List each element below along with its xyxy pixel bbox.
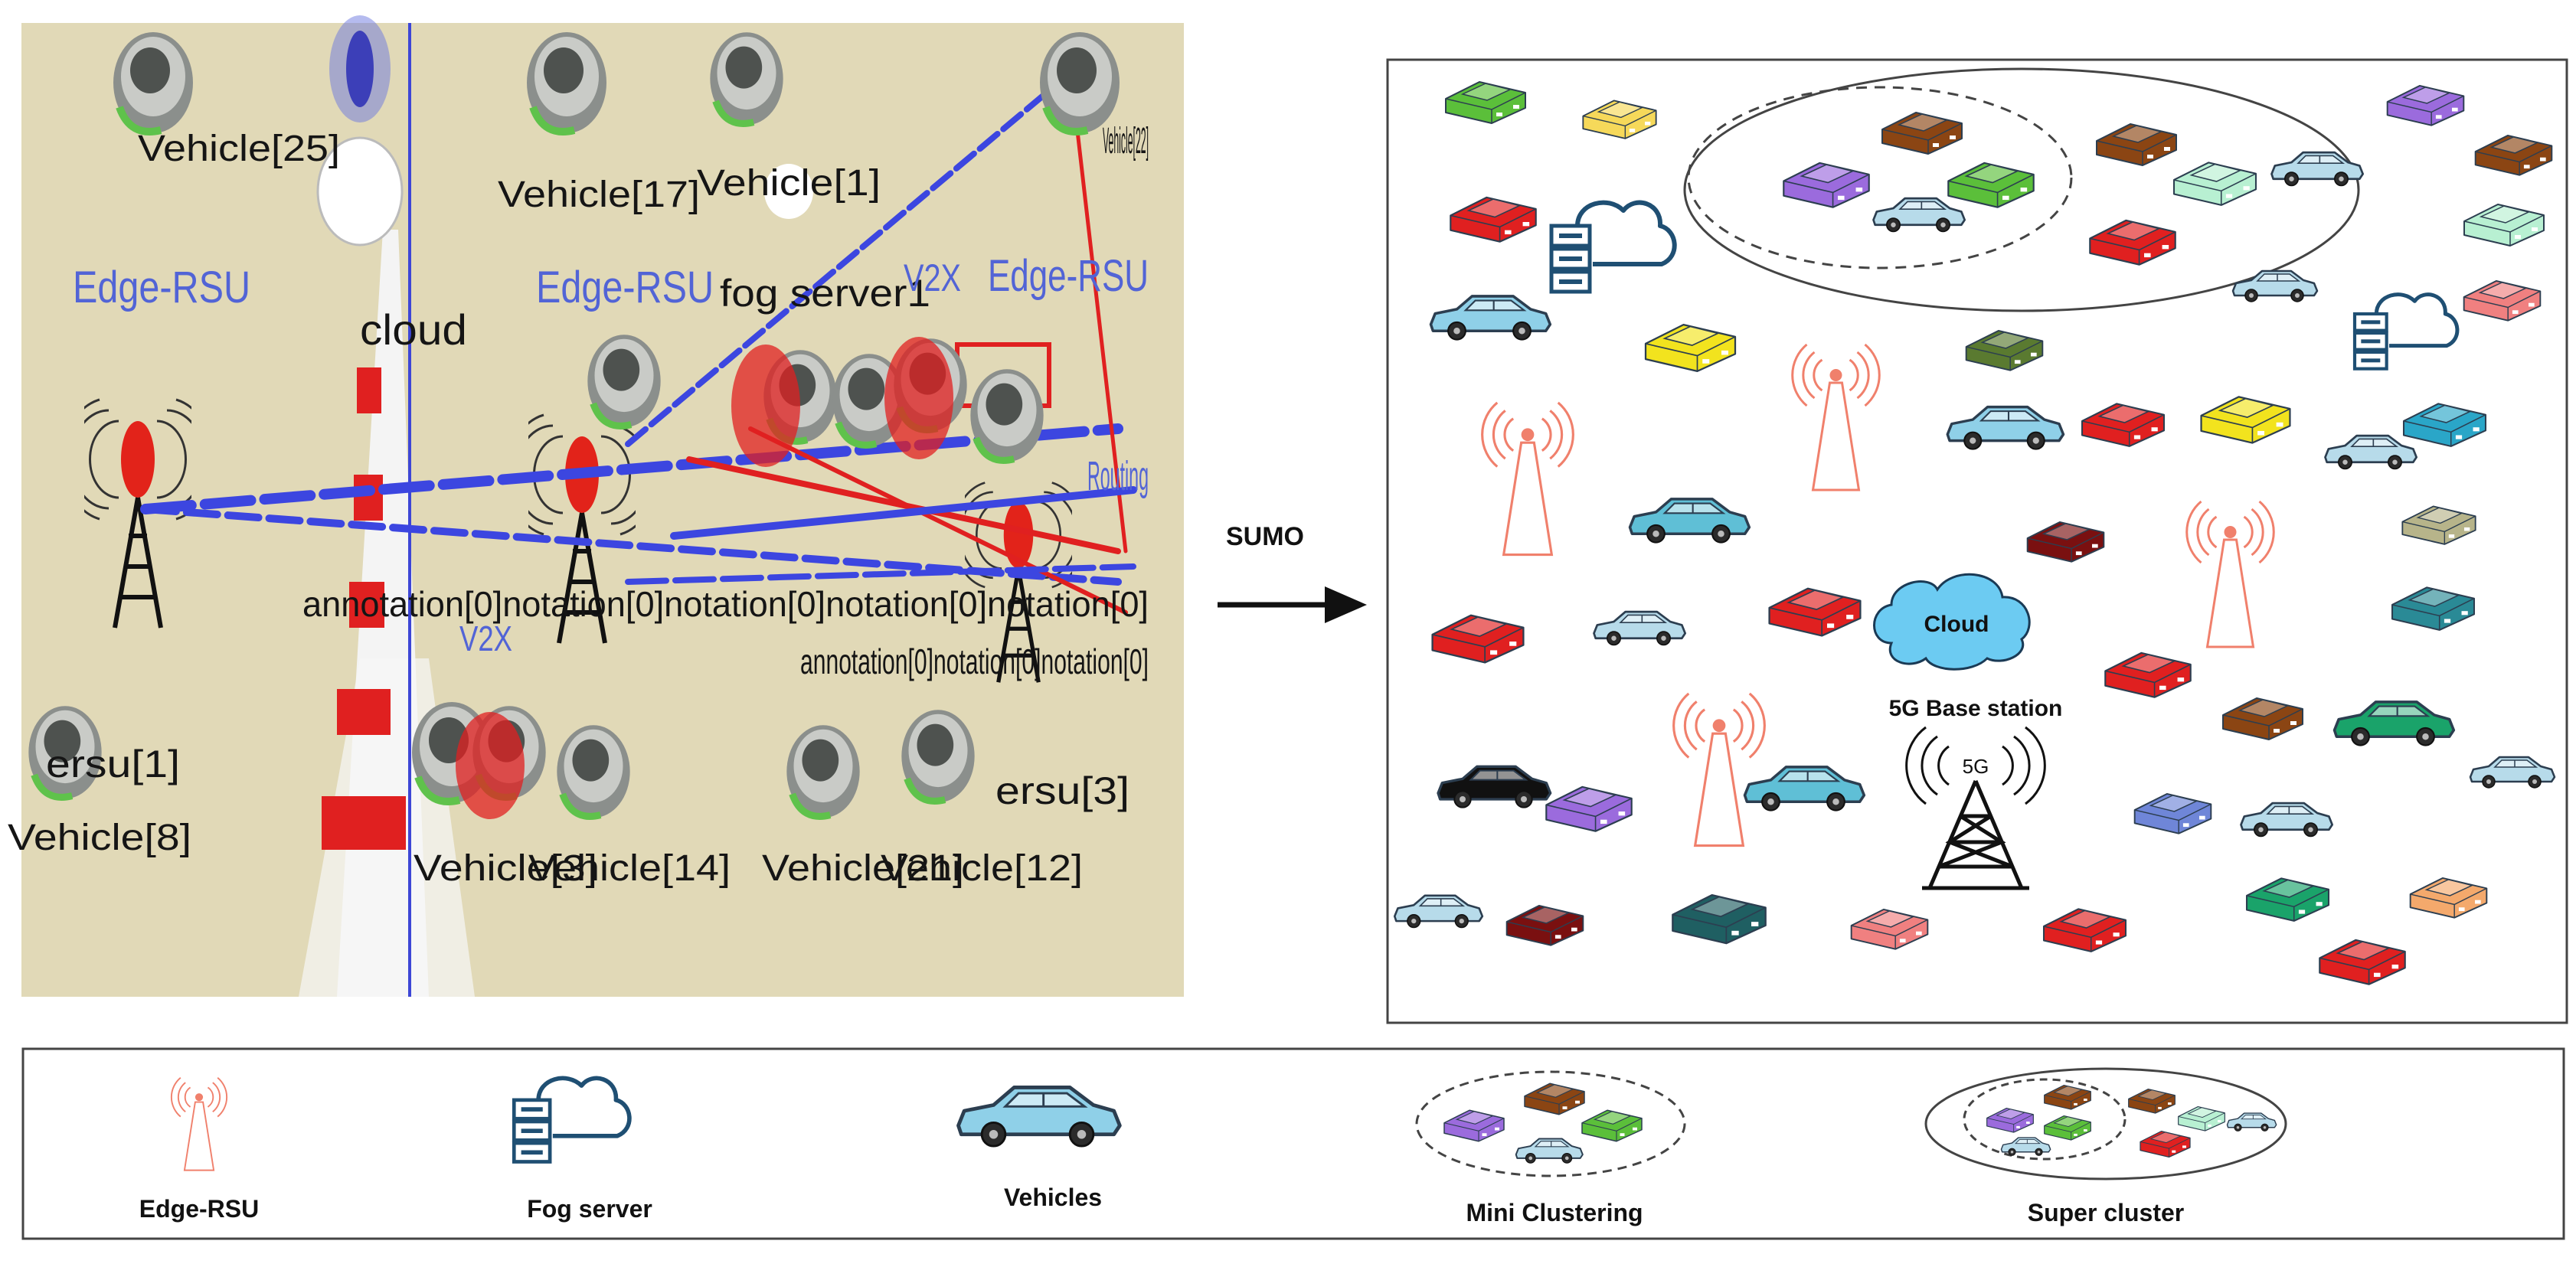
- sim-label-ann-a: annotation[0]notation[0]notation[0]notat…: [302, 584, 1149, 624]
- sim-label-v14: Vehicle[14]: [528, 848, 731, 889]
- simulation-labels: Vehicle[25] cloud Vehicle[17]Vehicle[1] Veh…: [8, 121, 1149, 889]
- sim-label-v22: Vehicle[22]: [1103, 121, 1149, 162]
- legend-label-vehicles: Vehicles: [1004, 1184, 1102, 1211]
- sim-label-v-a: Vehicle[1]: [697, 163, 881, 204]
- sumo-label: SUMO: [1226, 522, 1304, 551]
- sim-label-v12: Vehicle[12]: [881, 848, 1083, 889]
- legend-item-fog-server: Fog server: [514, 1078, 652, 1223]
- cloud-label: Cloud: [1924, 612, 1989, 637]
- scene-frame: [1386, 58, 2568, 1024]
- sim-label-rsu1: ersu[1]: [46, 743, 180, 785]
- super-cluster-boundary: [1683, 67, 2360, 312]
- sim-label-rsu3: ersu[3]: [995, 769, 1129, 812]
- cloud-icon: Cloud: [1873, 573, 2031, 671]
- tower-5g-icon: 5G Base station 5G: [1889, 696, 2063, 890]
- sim-label-ann-b: annotation[0]notation[0]notation[0]: [800, 642, 1149, 681]
- cloud-node-icon: [316, 136, 404, 247]
- simulation-background: [21, 23, 1184, 997]
- sim-label-v2x-b: V2X: [459, 619, 512, 658]
- simulation-panel: Vehicle[25] cloud Vehicle[17]Vehicle[1] Veh…: [8, 15, 1184, 997]
- mini-cluster-boundary: [1687, 86, 2073, 269]
- sim-vehicles: [28, 32, 1120, 819]
- legend-label-super-cluster: Super cluster: [2028, 1199, 2185, 1226]
- base-station-badge: 5G: [1963, 755, 1989, 778]
- legend-item-super-cluster: Super cluster: [1924, 1067, 2287, 1226]
- legend-item-vehicles: Vehicles: [959, 1087, 1120, 1211]
- clustering-scene: Cloud 5G Base station 5G: [1386, 58, 2568, 1024]
- sim-label-fog: fog server1: [720, 272, 930, 315]
- legend: Edge-RSU Fog server Vehicles Mini Cluste…: [21, 1047, 2565, 1240]
- sim-label-routing: Routing: [1087, 453, 1149, 499]
- sim-label-v2x-a: V2X: [904, 256, 961, 299]
- sim-label-v17: Vehicle[17]: [498, 175, 700, 215]
- sim-label-v21: Vehicle[21]: [762, 848, 964, 889]
- legend-label-edge-rsu: Edge-RSU: [139, 1195, 259, 1223]
- sim-label-rsu-b: Edge-RSU: [536, 263, 714, 312]
- legend-item-edge-rsu: Edge-RSU: [139, 1076, 259, 1223]
- base-station-label: 5G Base station: [1889, 696, 2063, 721]
- sumo-arrow: SUMO: [1218, 522, 1367, 623]
- sim-label-rsu-c: Edge-RSU: [988, 251, 1149, 301]
- sim-label-v3: Vehicle[3]: [414, 848, 597, 889]
- legend-label-fog-server: Fog server: [527, 1195, 652, 1223]
- legend-label-mini-clustering: Mini Clustering: [1466, 1199, 1643, 1226]
- sim-label-v25: Vehicle[25]: [138, 129, 340, 169]
- sim-label-cloud: cloud: [360, 305, 467, 354]
- sim-label-rsu-a: Edge-RSU: [73, 263, 250, 312]
- sim-label-v8: Vehicle[8]: [8, 818, 191, 858]
- legend-item-mini-clustering: Mini Clustering: [1415, 1070, 1686, 1226]
